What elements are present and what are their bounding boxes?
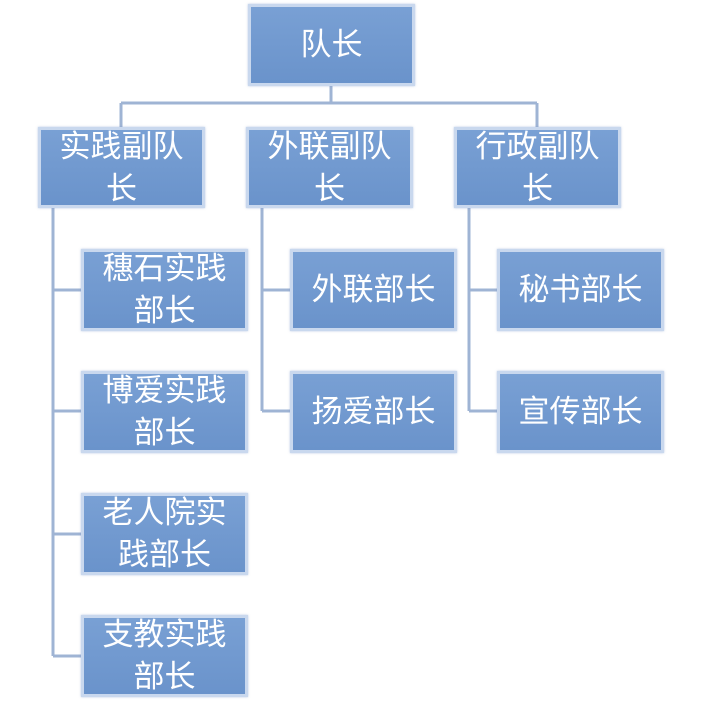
node-leaf-secretary: 秘书部长 [497, 249, 664, 331]
node-leaf-secretary-label: 秘书部长 [518, 272, 643, 308]
node-leaf-elderly-home-label: 老人院实践部长 [102, 495, 227, 573]
node-leaf-boai-label: 博爱实践部长 [102, 373, 227, 451]
node-leaf-elderly-home: 老人院实践部长 [81, 493, 248, 575]
node-leaf-liaison-head-label: 外联部长 [311, 272, 436, 308]
node-leaf-suishi: 穗石实践部长 [81, 249, 248, 331]
node-branch-admin: 行政副队长 [454, 127, 621, 208]
node-leaf-suishi-label: 穗石实践部长 [102, 251, 227, 329]
node-leaf-yangai-label: 扬爱部长 [311, 394, 436, 430]
node-leaf-teaching: 支教实践部长 [81, 615, 248, 697]
node-leaf-publicity-label: 宣传部长 [518, 394, 643, 430]
node-root-label: 队长 [300, 27, 363, 63]
node-branch-practice: 实践副队长 [38, 127, 205, 208]
node-root: 队长 [248, 4, 415, 86]
node-leaf-boai: 博爱实践部长 [81, 371, 248, 453]
node-leaf-yangai: 扬爱部长 [290, 371, 457, 453]
node-leaf-teaching-label: 支教实践部长 [102, 617, 227, 695]
node-leaf-publicity: 宣传部长 [497, 371, 664, 453]
node-branch-liaison-label: 外联副队长 [267, 128, 392, 207]
node-leaf-liaison-head: 外联部长 [290, 249, 457, 331]
node-branch-admin-label: 行政副队长 [475, 128, 600, 207]
node-branch-practice-label: 实践副队长 [59, 128, 184, 207]
node-branch-liaison: 外联副队长 [246, 127, 413, 208]
